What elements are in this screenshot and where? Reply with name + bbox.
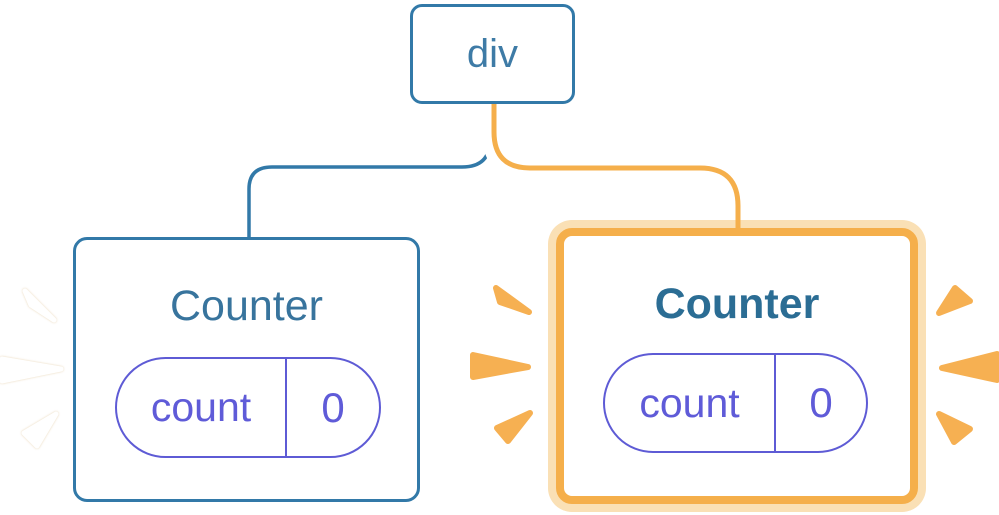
state-key: count [605, 355, 776, 451]
sparkle-icon [21, 411, 59, 449]
state-pill: count 0 [115, 357, 381, 458]
connector-parent-to-left-child [247, 103, 492, 242]
sparkle-icon [493, 285, 532, 315]
state-value: 0 [321, 383, 345, 431]
sparkle-burst-orange-right [936, 285, 999, 445]
node-div-label: div [466, 31, 519, 76]
node-counter-right-highlighted: Counter count 0 [556, 228, 918, 504]
sparkle-burst-white-left [0, 288, 64, 449]
counter-title: Counter [654, 280, 820, 328]
state-value: 0 [809, 379, 833, 426]
connector-orange-casing [481, 103, 751, 219]
sparkle-icon [936, 411, 973, 445]
node-div: div [410, 4, 575, 104]
sparkle-icon [22, 288, 57, 323]
sparkle-icon [494, 410, 533, 444]
sparkle-icon [0, 356, 64, 384]
state-key: count [117, 359, 287, 456]
node-counter-left: Counter count 0 [73, 237, 420, 502]
sparkle-burst-orange-left [470, 285, 533, 444]
sparkle-icon [470, 352, 531, 380]
sparkle-icon [936, 285, 973, 316]
sparkle-icon [939, 351, 999, 383]
counter-title: Counter [170, 282, 323, 330]
connector-parent-to-right-child [491, 104, 741, 236]
state-pill: count 0 [603, 353, 868, 453]
